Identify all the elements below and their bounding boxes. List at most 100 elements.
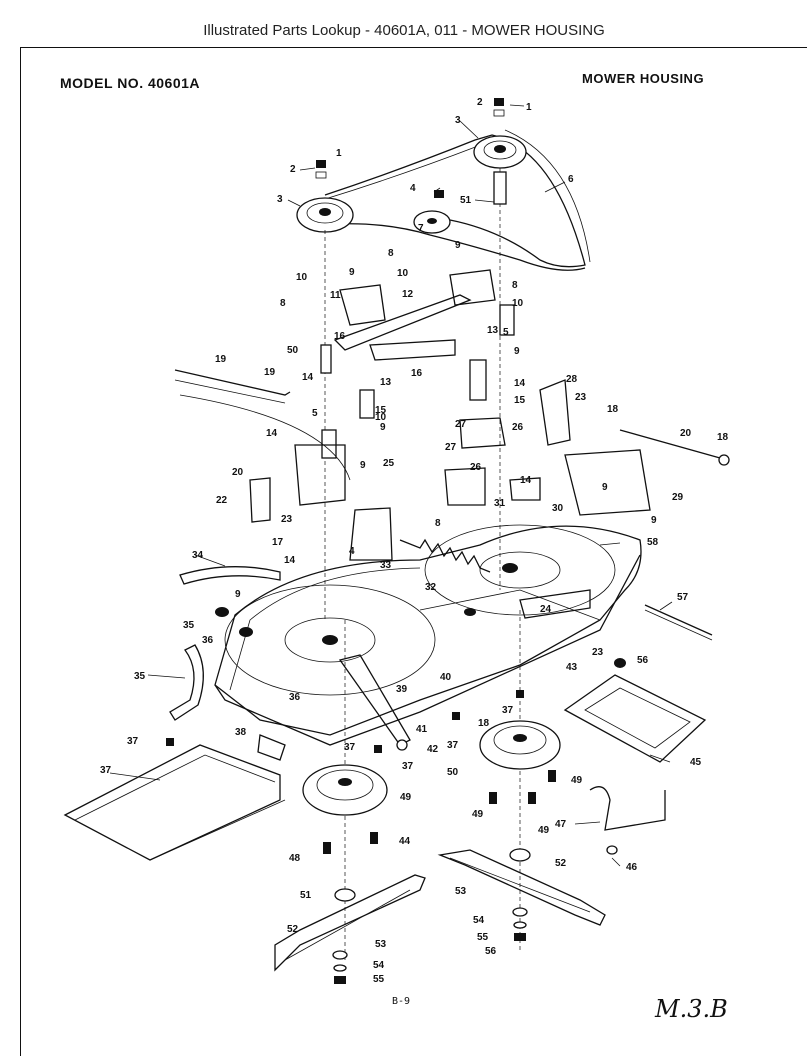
callout: 56	[637, 655, 649, 666]
callout: 11	[330, 290, 341, 301]
page-title: Illustrated Parts Lookup - 40601A, 011 -…	[203, 22, 605, 39]
callout: 26	[470, 462, 482, 473]
callout: 9	[360, 460, 366, 471]
callout: 53	[375, 939, 387, 950]
callout: 41	[416, 724, 428, 735]
callout: 36	[202, 635, 214, 646]
mower-deck	[214, 524, 642, 746]
callout: 49	[538, 825, 550, 836]
callout: 38	[235, 727, 247, 738]
callout: 14	[302, 372, 314, 383]
callout: 7	[418, 223, 424, 234]
callout: 37	[100, 765, 112, 776]
spindle-shafts	[320, 168, 521, 960]
callout: 18	[607, 404, 619, 415]
callout: 23	[592, 647, 604, 658]
callout: 50	[287, 345, 299, 356]
callout: 35	[134, 671, 146, 682]
callout: 51	[300, 890, 312, 901]
callout: 26	[512, 422, 524, 433]
callout: 45	[690, 757, 702, 768]
diagram-frame	[20, 47, 807, 1056]
blade-left	[274, 874, 426, 972]
callout: 16	[334, 331, 346, 342]
callout: 13	[380, 377, 392, 388]
callout: 35	[183, 620, 195, 631]
callout: 55	[477, 932, 489, 943]
callout: 4	[410, 183, 416, 194]
callout: 37	[402, 761, 414, 772]
top-nuts	[315, 98, 505, 198]
drive-belt	[319, 129, 591, 271]
callout: 50	[447, 767, 459, 778]
callout: 1	[526, 102, 532, 113]
callout: 37	[502, 705, 514, 716]
control-rods	[174, 369, 730, 481]
brackets	[249, 379, 651, 561]
callout: 14	[266, 428, 278, 439]
callout: 54	[473, 915, 485, 926]
callout: 28	[566, 374, 578, 385]
pulley-left	[296, 197, 354, 233]
callout: 39	[396, 684, 408, 695]
callout: 10	[296, 272, 308, 283]
callout: 44	[399, 836, 411, 847]
callout: 48	[289, 853, 301, 864]
callout: 3	[277, 194, 283, 205]
side-arms	[169, 566, 281, 721]
callout: 15	[514, 395, 526, 406]
callout: 33	[380, 560, 392, 571]
callout: 16	[411, 368, 423, 379]
callout: 9	[651, 515, 657, 526]
model-number-label: MODEL NO. 40601A	[60, 75, 201, 91]
callout: 49	[472, 809, 484, 820]
callout: 15	[375, 405, 387, 416]
callout: 25	[383, 458, 395, 469]
bolts	[166, 690, 556, 854]
callout: 49	[571, 775, 583, 786]
callout: 55	[373, 974, 385, 985]
callout: 31	[494, 498, 506, 509]
callout: 29	[672, 492, 684, 503]
callout: 4	[349, 546, 355, 557]
callout: 22	[216, 495, 228, 506]
callout: 57	[677, 592, 689, 603]
callout: 58	[647, 537, 659, 548]
callout: 18	[717, 432, 729, 443]
callout: 23	[575, 392, 587, 403]
callout: 17	[272, 537, 284, 548]
callout: 9	[455, 240, 461, 251]
callout: 14	[284, 555, 296, 566]
callout: 3	[455, 115, 461, 126]
callout: 34	[192, 550, 204, 561]
callout: 10	[397, 268, 409, 279]
callout: 9	[602, 482, 608, 493]
callout: 42	[427, 744, 439, 755]
callout: 19	[264, 367, 276, 378]
deck-hardware	[215, 563, 591, 751]
callout: 51	[460, 195, 472, 206]
callout: 5	[503, 327, 509, 338]
callout: 56	[485, 946, 497, 957]
callout: 52	[555, 858, 567, 869]
callout: 8	[512, 280, 518, 291]
callout: 54	[373, 960, 385, 971]
callout: 52	[287, 924, 299, 935]
callout: 30	[552, 503, 564, 514]
callout: 2	[290, 164, 296, 175]
baffle-plate	[563, 658, 707, 763]
callout-labels: 1 1 2 2 3 3 4 4 5 5 6 7 8 8 8 8 9 9 9 9 …	[100, 97, 729, 985]
callout: 46	[626, 862, 638, 873]
leader-lines	[109, 104, 673, 867]
callout: 12	[402, 289, 414, 300]
anti-scalp-bar	[644, 604, 713, 641]
callout: 19	[215, 354, 227, 365]
idler-arms	[321, 269, 515, 459]
callout: 5	[312, 408, 318, 419]
page-number: B-9	[392, 996, 411, 1007]
callout: 18	[478, 718, 490, 729]
callout: 9	[235, 589, 241, 600]
callout: 9	[380, 422, 386, 433]
discharge-chute	[63, 734, 286, 861]
callout: 32	[425, 582, 437, 593]
